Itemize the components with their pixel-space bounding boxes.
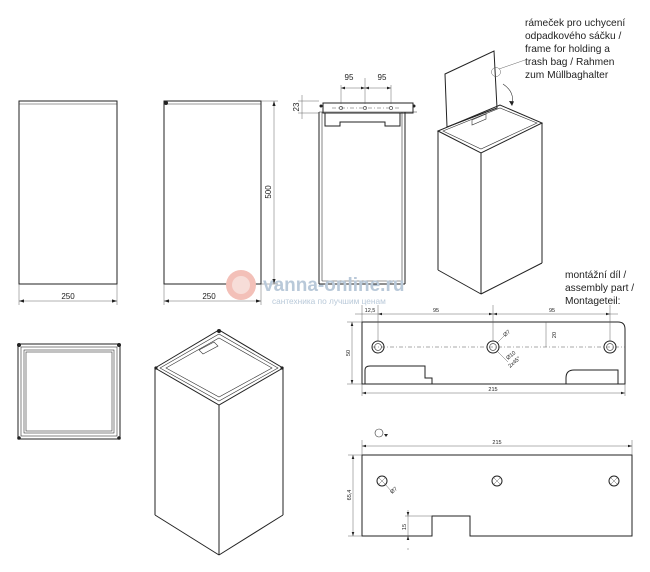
assembly-callout: montážní díl / assembly part / Montagete…: [565, 270, 634, 307]
isometric-closed-view: [154, 329, 284, 556]
plate-hole-small-callout: Ø7: [502, 329, 511, 338]
plate-hole-large-callout: Ø10: [505, 350, 517, 361]
assembly-plate-outline: [361, 321, 626, 385]
frame-label-line-2: odpadkového sáčku /: [525, 31, 621, 42]
plate-left-dimension: 95: [433, 308, 439, 314]
frame-left-dimension: 95: [345, 73, 354, 82]
plate-height-dimension: 50: [346, 350, 352, 356]
side-view-body: [163, 100, 262, 285]
frame-height-dimension: 23: [292, 102, 301, 111]
isometric-open-view: [436, 50, 544, 295]
top-view-outer: [17, 343, 121, 440]
raised-frame-panel: [444, 50, 498, 128]
plate-hole-offset-dimension: 20: [552, 332, 558, 338]
plate-2-width-dimension: 215: [492, 440, 501, 446]
frame-label-line-4: trash bag / Rahmen: [525, 57, 614, 68]
assembly-plate-back: 215 65,4 Ø7 15: [347, 428, 633, 550]
assembly-label-line-1: montážní díl /: [565, 270, 626, 281]
assembly-label-line-2: assembly part /: [565, 283, 634, 294]
watermark-tagline: сантехника по лучшим ценам: [272, 296, 386, 306]
frame-label-line-3: frame for holding a: [525, 44, 610, 55]
front-width-label: 250: [61, 292, 75, 301]
plate-right-dimension: 95: [549, 308, 555, 314]
frame-top: [322, 102, 414, 114]
plate-edge-dimension: 12,5: [365, 308, 376, 314]
plate-width-dimension: 215: [488, 387, 497, 393]
frame-label-line-1: rámeček pro uchycení: [525, 18, 625, 29]
section-view: 95 95 23: [292, 73, 417, 285]
plate-2-hole-right: [608, 475, 620, 487]
assembly-plate-front: 12,5 95 95 20 50 215 Ø7 Ø10 2x45°: [346, 305, 626, 396]
height-label: 500: [264, 185, 273, 199]
frame-label-line-5: zum Müllbaghalter: [525, 70, 609, 81]
front-view: 250: [18, 100, 118, 305]
frame-right-dimension: 95: [378, 73, 387, 82]
plate-2-hole-center: [491, 475, 503, 487]
pivot-highlight: [491, 67, 501, 77]
plate-2-notch-dimension: 15: [402, 524, 408, 530]
plate-2-hole-callout: Ø7: [389, 486, 398, 495]
plate-2-height-dimension: 65,4: [347, 490, 353, 501]
side-view: 250 500: [163, 100, 278, 305]
frame-bracket: [324, 113, 401, 127]
front-view-body: [18, 100, 118, 285]
plate-2-hole-left: [376, 475, 388, 487]
watermark: vanna-online.ru сантехника по лучшим цен…: [226, 270, 404, 306]
side-width-label: 250: [202, 292, 216, 301]
assembly-label-line-3: Montageteil:: [565, 296, 621, 307]
top-view: [17, 343, 121, 440]
assembly-plate-2-outline: [361, 454, 633, 537]
watermark-site: vanna-online.ru: [263, 275, 404, 296]
rotation-icon: [374, 428, 384, 438]
frame-callout: rámeček pro uchycení odpadkového sáčku /…: [525, 18, 625, 81]
